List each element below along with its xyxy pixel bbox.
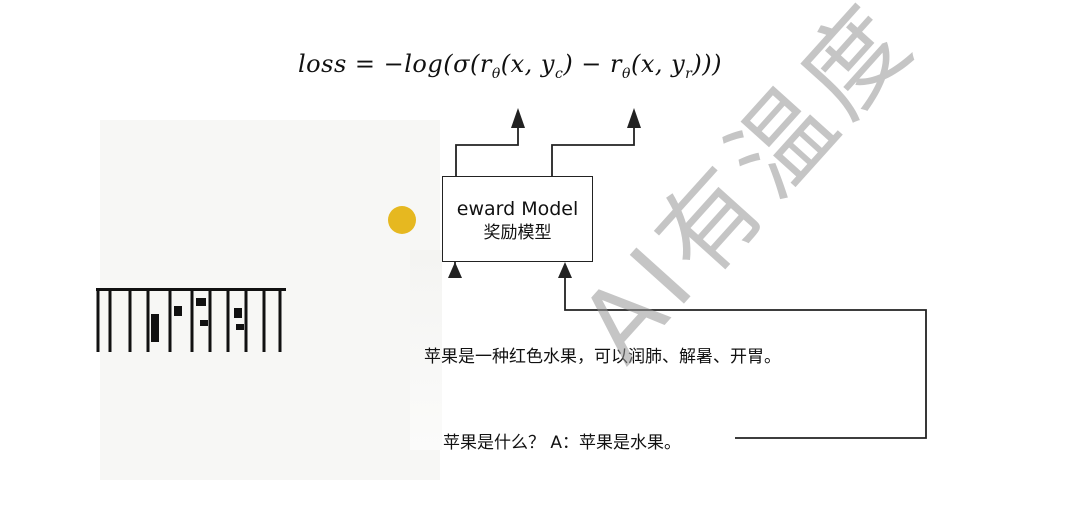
yellow-dot: [388, 206, 416, 234]
formula-mid: ) − r: [563, 50, 623, 78]
formula-theta-2: θ: [622, 65, 631, 82]
background-photo: [100, 120, 440, 480]
formula-args-2: (x, y: [630, 50, 686, 78]
formula-end: ))): [692, 50, 722, 78]
formula-sub-r: r: [685, 65, 693, 82]
formula-sub-c: c: [554, 65, 564, 82]
formula-loss: loss: [298, 50, 347, 78]
arrow-up-chosen: [511, 108, 525, 128]
rejected-response-text: 苹果是什么？ A：苹果是水果。: [443, 433, 682, 453]
reward-model-label-en: eward Model: [456, 198, 579, 220]
arrow-up-rejected-input: [558, 262, 572, 278]
loss-formula: loss = −log(σ(rθ(x, yc) − rθ(x, yr))): [298, 50, 722, 82]
formula-eq: = −log(σ(r: [346, 50, 492, 78]
reward-model-label-zh: 奖励模型: [483, 223, 552, 243]
chosen-response-text: 苹果是一种红色水果，可以润肺、解暑、开胃。: [424, 347, 781, 367]
formula-theta-1: θ: [491, 65, 501, 82]
photo-edge-strip: [410, 250, 442, 450]
reward-model-box: eward Model 奖励模型: [442, 176, 593, 262]
barcode-image: [96, 288, 286, 352]
formula-args-1: (x, y: [500, 50, 555, 78]
arrow-up-chosen-input: [448, 262, 462, 278]
arrow-up-rejected: [627, 108, 641, 128]
